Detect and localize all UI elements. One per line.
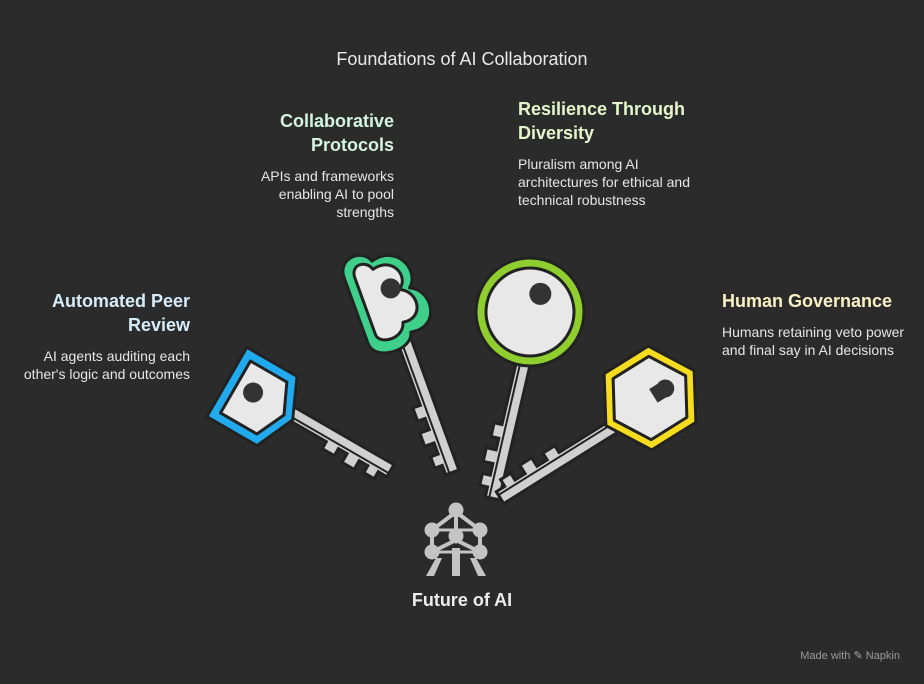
item-resilience-through-diversity: Resilience Through Diversity Pluralism a… <box>518 97 708 209</box>
key-cloud-icon <box>341 254 461 477</box>
atomium-icon <box>424 502 488 576</box>
key-round-icon <box>474 256 586 502</box>
center-label: Future of AI <box>411 590 513 610</box>
item-heading: Automated Peer Review <box>51 291 190 335</box>
item-description: Humans retaining veto power and final sa… <box>722 324 905 358</box>
napkin-credit[interactable]: Made with ✎ Napkin <box>800 649 900 662</box>
made-with-text: Made with <box>800 650 851 662</box>
item-collaborative-protocols: Collaborative Protocols APIs and framewo… <box>230 109 394 221</box>
item-description: AI agents auditing each other's logic an… <box>23 348 190 382</box>
item-heading: Collaborative Protocols <box>279 111 394 155</box>
item-description: APIs and frameworks enabling AI to pool … <box>260 168 394 220</box>
item-description: Pluralism among AI architectures for eth… <box>518 156 690 208</box>
item-human-governance: Human Governance Humans retaining veto p… <box>722 289 912 359</box>
key-hexagon-icon <box>494 344 698 506</box>
key-square-icon <box>205 345 396 481</box>
item-heading: Resilience Through Diversity <box>518 99 686 143</box>
napkin-brand: Napkin <box>865 650 900 662</box>
item-heading: Human Governance <box>722 291 893 311</box>
napkin-logo-icon: ✎ <box>853 650 863 662</box>
diagram-title: Foundations of AI Collaboration <box>336 49 588 69</box>
item-automated-peer-review: Automated Peer Review AI agents auditing… <box>20 289 190 383</box>
